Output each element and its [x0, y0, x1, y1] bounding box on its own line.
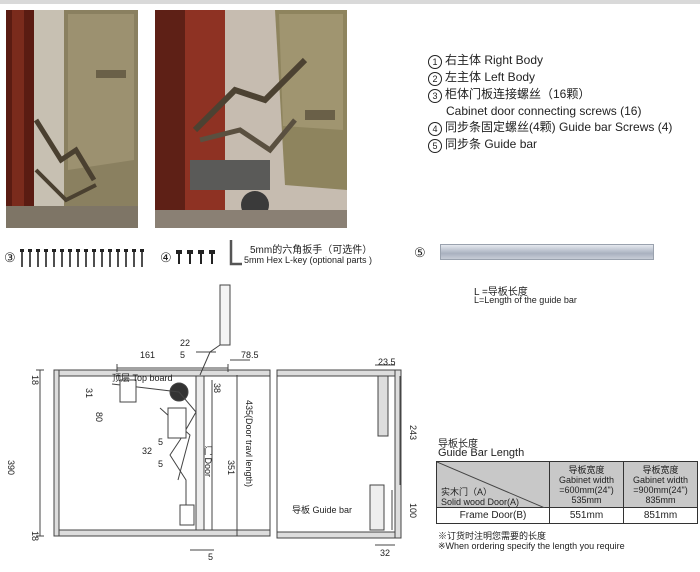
- hex-key-illustration: [229, 240, 242, 266]
- dim-80: 80: [94, 412, 104, 423]
- order-note-cn: ※订货时注明您需要的长度: [438, 531, 547, 541]
- dim-100: 100: [408, 503, 418, 519]
- part-3-number: ③: [4, 250, 16, 265]
- column-header-600: 导板宽度 Gabinet width =600mm(24") 535mm: [549, 461, 624, 508]
- table-title-cn: 导板长度: [438, 439, 478, 450]
- legend-item-screws-en: Cabinet door connecting screws (16): [446, 104, 642, 118]
- guide-bar-label: 导板 Guide bar: [292, 505, 353, 515]
- dim-31: 31: [84, 388, 94, 399]
- guide-length-label-cn: L =导板长度: [474, 287, 528, 298]
- dim-32a: 32: [142, 446, 153, 456]
- product-photo-left: [6, 10, 138, 228]
- dim-78-5: 78.5: [241, 350, 259, 360]
- guide-length-label-en: L=Length of the guide bar: [474, 295, 577, 305]
- dim-18a: 18: [30, 375, 40, 386]
- door-travel-label: 435(Door travl length): [244, 400, 254, 488]
- dim-5d: 5: [208, 552, 214, 562]
- row-value-600: 551mm: [549, 507, 624, 524]
- column-header-900: 导板宽度 Gabinet width =900mm(24") 835mm: [623, 461, 698, 508]
- part-4-number: ④: [160, 250, 172, 265]
- guide-bar-length-table: 实木门（A） Solid wood Door(A) 导板宽度 Gabinet w…: [436, 461, 698, 524]
- door-label: 门 Door: [203, 446, 213, 478]
- product-photo-right: [155, 10, 347, 228]
- dim-351: 351: [226, 460, 236, 476]
- side-view-drawing: [36, 284, 402, 551]
- dim-22: 22: [180, 338, 191, 348]
- dim-161: 161: [140, 350, 156, 360]
- table-title-en: Guide Bar Length: [438, 447, 525, 459]
- part-5-number: ⑤: [414, 245, 426, 260]
- guide-bar-illustration: [440, 244, 654, 260]
- row-value-900: 851mm: [623, 507, 698, 524]
- top-board-label: 顶层 Top board: [112, 373, 173, 383]
- number-5-icon: 5: [428, 139, 442, 153]
- hex-key-label-cn: 5mm的六角扳手（可选件）: [250, 245, 373, 256]
- dim-38: 38: [212, 383, 222, 394]
- screws-illustration: [20, 249, 144, 267]
- hex-key-label-en: 5mm Hex L-key (optional parts ): [244, 255, 373, 265]
- number-3-icon: 3: [428, 89, 442, 103]
- row-label-frame-door: Frame Door(B): [436, 507, 550, 524]
- dim-5a: 5: [180, 350, 186, 360]
- top-divider: [0, 0, 700, 4]
- guide-screws-illustration: [176, 250, 215, 264]
- table-row: Frame Door(B) 551mm 851mm: [436, 507, 698, 524]
- number-4-icon: 4: [428, 122, 442, 136]
- dim-5b: 5: [158, 437, 164, 447]
- dim-23-5: 23.5: [378, 357, 396, 367]
- dim-32b: 32: [380, 548, 391, 558]
- order-note-en: ※When ordering specify the length you re…: [438, 541, 625, 551]
- dim-5c: 5: [158, 459, 164, 469]
- dim-243: 243: [408, 425, 418, 441]
- table-corner-cell: 实木门（A） Solid wood Door(A): [436, 461, 550, 508]
- number-1-icon: 1: [428, 55, 442, 69]
- dim-18b: 18: [30, 531, 40, 542]
- dim-390: 390: [6, 460, 16, 476]
- corner-text: 实木门（A） Solid wood Door(A): [441, 486, 520, 507]
- number-2-icon: 2: [428, 72, 442, 86]
